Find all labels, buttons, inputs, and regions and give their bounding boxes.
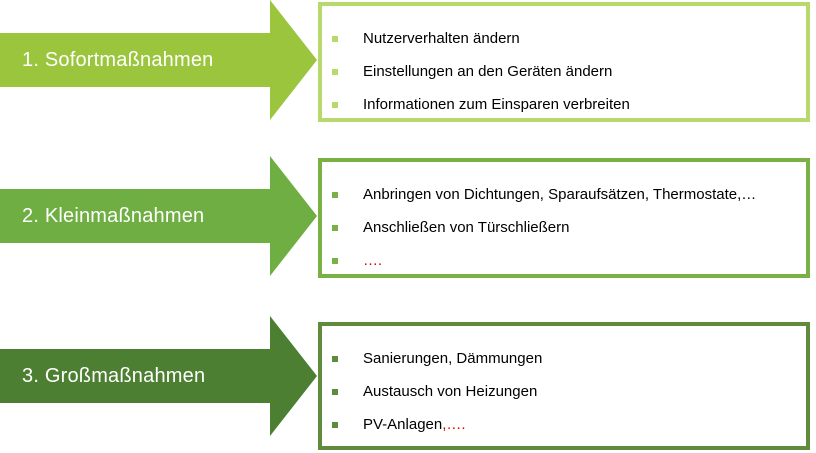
list-item: PV-Anlagen,…. [332,408,800,441]
measures-box-1: Nutzerverhalten ändern Einstellungen an … [318,2,810,122]
measures-box-2: Anbringen von Dichtungen, Sparaufsätzen,… [318,158,810,278]
square-bullet-icon [332,388,338,395]
list-item: Sanierungen, Dämmungen [332,342,800,375]
square-bullet-icon [332,224,338,231]
square-bullet-icon [332,421,338,428]
square-bullet-icon [332,101,338,108]
square-bullet-icon [332,355,338,362]
list-item: Anbringen von Dichtungen, Sparaufsätzen,… [332,178,800,211]
square-bullet-icon [332,191,338,198]
measures-box-3: Sanierungen, Dämmungen Austausch von Hei… [318,322,810,450]
measures-list-2: Anbringen von Dichtungen, Sparaufsätzen,… [332,178,800,277]
list-item: …. [332,244,800,277]
list-item: Informationen zum Einsparen verbreiten [332,88,800,121]
list-item: Einstellungen an den Geräten ändern [332,55,800,88]
step-label-1: 1. Sofortmaßnahmen [22,48,214,71]
square-bullet-icon [332,35,338,42]
square-bullet-icon [332,68,338,75]
list-item: Austausch von Heizungen [332,375,800,408]
list-item: Nutzerverhalten ändern [332,22,800,55]
measures-list-3: Sanierungen, Dämmungen Austausch von Hei… [332,342,800,441]
ellipsis-text: …. [363,252,383,269]
step-label-3: 3. Großmaßnahmen [22,364,206,387]
list-item: Anschließen von Türschließern [332,211,800,244]
ellipsis-text: ,…. [442,416,466,433]
step-label-2: 2. Kleinmaßnahmen [22,204,205,227]
measures-list-1: Nutzerverhalten ändern Einstellungen an … [332,22,800,121]
square-bullet-icon [332,257,338,264]
